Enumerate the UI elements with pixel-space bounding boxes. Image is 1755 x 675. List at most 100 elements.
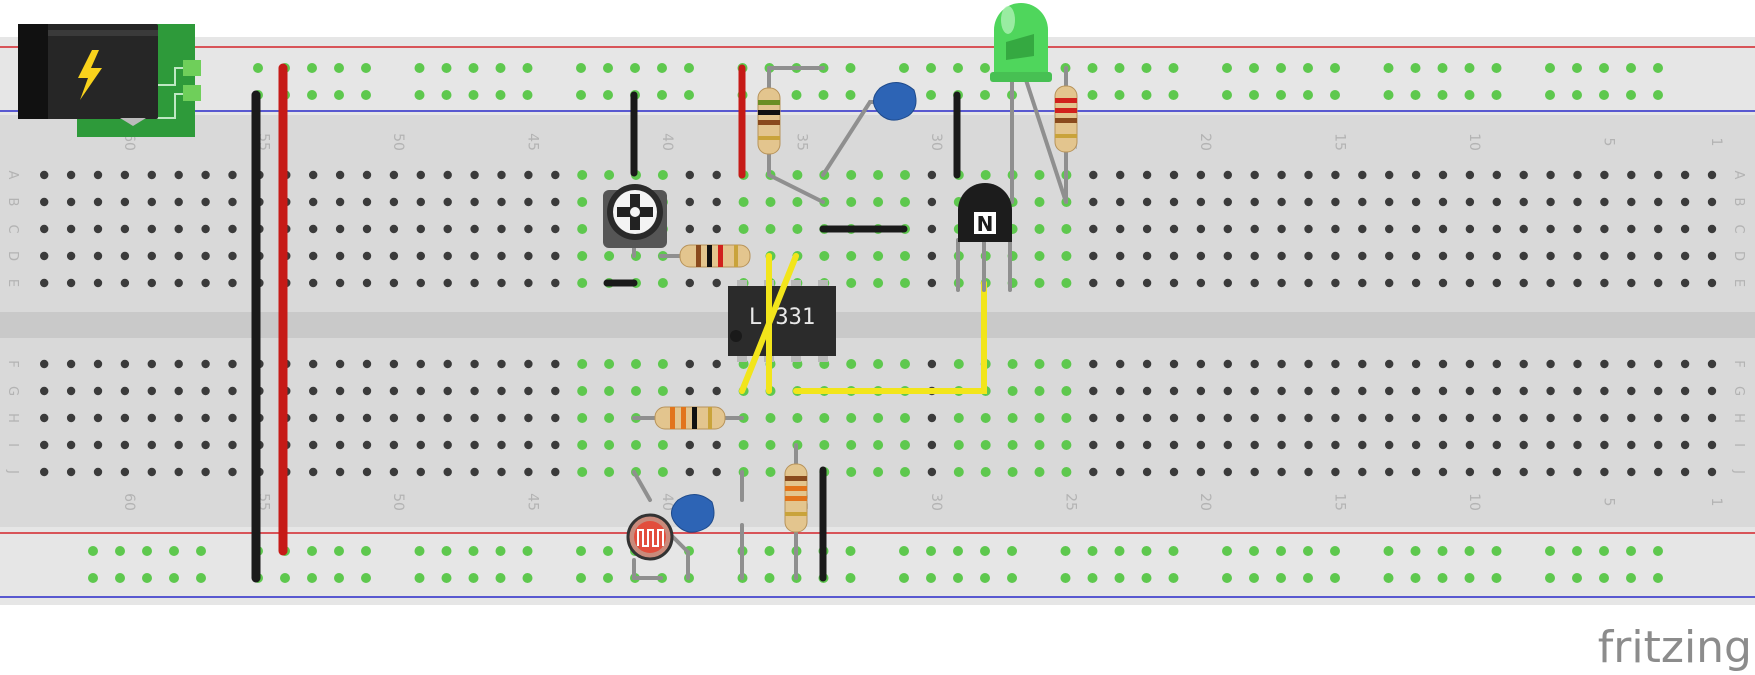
column-number: 40 xyxy=(659,133,675,151)
breadboard-hole xyxy=(1600,467,1609,477)
breadboard-hole xyxy=(1573,197,1582,207)
rail-hole xyxy=(307,546,317,556)
breadboard-hole xyxy=(93,386,103,396)
breadboard-hole xyxy=(1573,224,1582,234)
breadboard-hole xyxy=(1358,386,1367,396)
breadboard-hole xyxy=(685,440,694,450)
row-letter: I xyxy=(1731,443,1746,447)
breadboard-hole xyxy=(1438,359,1448,369)
breadboard-hole xyxy=(93,197,103,207)
rail-hole xyxy=(1545,90,1555,100)
breadboard-hole xyxy=(1142,278,1152,288)
breadboard-hole xyxy=(1627,440,1636,450)
rail-hole xyxy=(1303,573,1313,583)
breadboard-hole xyxy=(443,440,452,450)
breadboard-hole xyxy=(1277,386,1286,396)
row-letter: J xyxy=(1731,469,1746,474)
breadboard-hole xyxy=(443,413,452,423)
rail-hole xyxy=(441,573,452,583)
breadboard-hole xyxy=(1707,467,1717,477)
breadboard-hole xyxy=(416,467,425,477)
breadboard-hole xyxy=(1546,251,1555,261)
breadboard-hole xyxy=(604,359,615,369)
breadboard-hole xyxy=(524,359,533,369)
rail-hole xyxy=(1599,63,1609,73)
breadboard-hole xyxy=(416,251,425,261)
breadboard-hole xyxy=(228,170,237,180)
breadboard-hole xyxy=(66,386,76,396)
fritzing-watermark: fritzing xyxy=(1598,622,1752,673)
breadboard-hole xyxy=(1707,359,1717,369)
rail-hole xyxy=(791,90,802,100)
breadboard-hole xyxy=(1546,467,1555,477)
breadboard-hole xyxy=(120,413,130,423)
breadboard-hole xyxy=(40,197,49,207)
breadboard-hole xyxy=(497,467,506,477)
breadboard-hole xyxy=(174,359,183,369)
breadboard-hole xyxy=(1034,170,1045,180)
breadboard-hole xyxy=(1358,251,1367,261)
breadboard-hole xyxy=(147,467,156,477)
breadboard-hole xyxy=(1573,386,1582,396)
breadboard-hole xyxy=(147,197,156,207)
breadboard-hole xyxy=(685,278,694,288)
breadboard-hole xyxy=(551,413,560,423)
breadboard-hole xyxy=(416,413,425,423)
rail-hole xyxy=(414,573,425,583)
breadboard-hole xyxy=(1680,359,1690,369)
rail-hole xyxy=(142,573,152,583)
rail-hole xyxy=(845,90,856,100)
rail-hole xyxy=(1087,573,1098,583)
breadboard-hole xyxy=(1223,278,1233,288)
column-number: 10 xyxy=(1466,493,1482,511)
rail-hole xyxy=(1545,546,1555,556)
breadboard-hole xyxy=(1196,359,1206,369)
breadboard-hole xyxy=(443,224,452,234)
breadboard-hole xyxy=(66,224,76,234)
breadboard-hole xyxy=(551,278,560,288)
breadboard-hole xyxy=(1600,413,1609,423)
breadboard-hole xyxy=(1707,278,1717,288)
rail-hole xyxy=(468,63,479,73)
breadboard-hole xyxy=(1546,359,1555,369)
breadboard-hole xyxy=(1680,413,1690,423)
breadboard-hole xyxy=(93,224,103,234)
breadboard-hole xyxy=(577,278,588,288)
breadboard-hole xyxy=(927,440,937,450)
breadboard-hole xyxy=(900,251,910,261)
breadboard-hole xyxy=(1654,359,1663,369)
breadboard-hole xyxy=(1465,224,1475,234)
rail-hole xyxy=(441,546,452,556)
rail-hole xyxy=(1383,573,1394,583)
breadboard-hole xyxy=(1331,251,1340,261)
rail-hole xyxy=(1626,573,1636,583)
breadboard-hole xyxy=(1196,413,1206,423)
breadboard-hole xyxy=(40,224,49,234)
breadboard-hole xyxy=(765,413,776,423)
rail-hole xyxy=(88,573,98,583)
breadboard-hole xyxy=(40,413,49,423)
breadboard-hole xyxy=(631,386,641,396)
breadboard-hole xyxy=(335,170,345,180)
column-number: 10 xyxy=(1466,133,1482,151)
breadboard-hole xyxy=(174,386,183,396)
rail-hole xyxy=(334,63,344,73)
breadboard-hole xyxy=(1519,440,1528,450)
rail-hole xyxy=(1437,546,1448,556)
breadboard-hole xyxy=(765,197,776,207)
ceramic-capacitor-bottom xyxy=(671,494,715,533)
breadboard-hole xyxy=(1358,224,1367,234)
rail-hole xyxy=(522,63,533,73)
breadboard-hole xyxy=(1627,413,1636,423)
breadboard-hole xyxy=(201,413,210,423)
breadboard-hole xyxy=(846,467,857,477)
breadboard-hole xyxy=(1250,251,1259,261)
rail-hole xyxy=(1168,63,1179,73)
breadboard-hole xyxy=(40,251,49,261)
breadboard-hole xyxy=(1680,197,1690,207)
row-letter: G xyxy=(1731,386,1746,396)
breadboard-hole xyxy=(792,224,803,234)
breadboard-hole xyxy=(846,197,857,207)
breadboard-hole xyxy=(1331,440,1340,450)
rail-hole xyxy=(1545,63,1555,73)
